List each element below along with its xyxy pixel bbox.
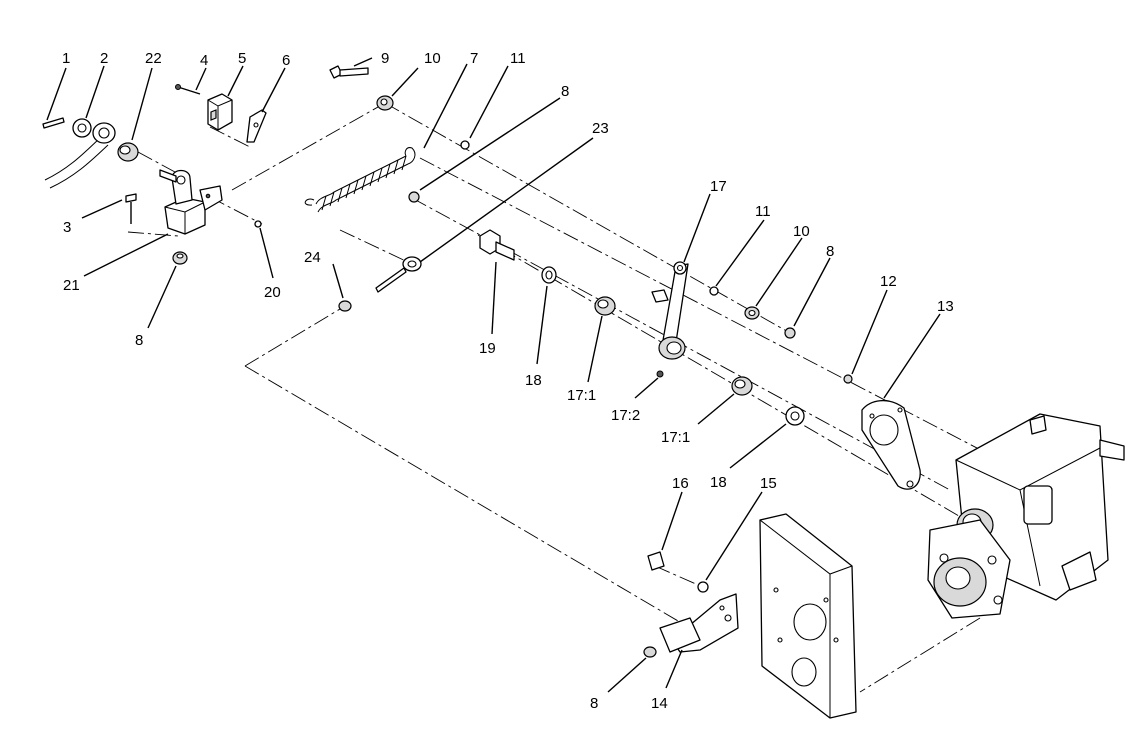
part-16-bolt xyxy=(647,551,665,571)
control-cable xyxy=(44,122,116,189)
part-4-screw xyxy=(175,84,201,95)
part-12-bolt xyxy=(843,374,853,384)
callout-9: 9 xyxy=(381,50,389,67)
callout-5: 5 xyxy=(238,50,246,67)
part-11-washer-a xyxy=(460,140,470,150)
callout-13: 13 xyxy=(937,298,954,315)
part-3-bolt xyxy=(125,193,137,224)
part-10-spacer-b xyxy=(744,306,760,320)
callout-20: 20 xyxy=(264,284,281,301)
part-17-1-bushing-a xyxy=(594,296,616,316)
callout-15: 15 xyxy=(760,475,777,492)
part-18-washer-b xyxy=(785,406,805,426)
part-10-spacer-a xyxy=(376,95,394,111)
callout-8-d: 8 xyxy=(590,695,598,712)
part-15-washer xyxy=(697,581,709,593)
callout-1: 1 xyxy=(62,50,70,67)
callout-11-b: 11 xyxy=(755,203,771,220)
part-2-washer xyxy=(72,118,92,138)
part-21-lever-bracket xyxy=(159,169,223,235)
part-17-2-grease-fitting xyxy=(656,370,664,378)
callout-7: 7 xyxy=(470,50,478,67)
callout-22: 22 xyxy=(145,50,162,67)
callout-19: 19 xyxy=(479,340,496,357)
callouts: 1 2 22 4 5 6 3 21 8 20 9 10 7 11 8 23 24… xyxy=(62,50,954,712)
part-20-nut xyxy=(254,220,262,228)
callout-12: 12 xyxy=(880,273,897,290)
callout-2: 2 xyxy=(100,50,108,67)
callout-17: 17 xyxy=(710,178,727,195)
leader-lines xyxy=(46,57,941,693)
part-22-bushing xyxy=(117,142,139,162)
part-24-nut xyxy=(338,300,352,312)
callout-4: 4 xyxy=(200,52,208,69)
callout-17-2: 17:2 xyxy=(611,407,640,424)
callout-17-1-b: 17:1 xyxy=(661,429,690,446)
callout-16: 16 xyxy=(672,475,689,492)
part-8-nut-d xyxy=(643,646,657,658)
callout-24: 24 xyxy=(304,249,321,266)
part-8-nut-a xyxy=(172,251,188,265)
part-8-nut-b xyxy=(408,191,420,203)
part-17-lever-arm xyxy=(651,261,689,360)
callout-8-b: 8 xyxy=(561,83,569,100)
part-23-eye-rod xyxy=(375,256,422,293)
part-8-nut-c xyxy=(784,327,796,339)
callout-21: 21 xyxy=(63,277,80,294)
part-9-bolt xyxy=(329,65,369,79)
part-7-spring xyxy=(304,147,416,213)
callout-17-1-a: 17:1 xyxy=(567,387,596,404)
part-5-block xyxy=(207,93,233,131)
part-19-pivot-shaft xyxy=(479,229,515,261)
callout-18-b: 18 xyxy=(710,474,727,491)
part-18-washer-a xyxy=(541,266,557,284)
assembly-lines xyxy=(127,102,1001,693)
callout-14: 14 xyxy=(651,695,668,712)
part-17-1-bushing-b xyxy=(731,376,753,396)
callout-11-a: 11 xyxy=(510,50,526,67)
callout-10-a: 10 xyxy=(424,50,441,67)
callout-6: 6 xyxy=(282,52,290,69)
callout-8-c: 8 xyxy=(826,243,834,260)
callout-18-a: 18 xyxy=(525,372,542,389)
part-11-washer-b xyxy=(709,286,719,296)
part-1-cotter-pin xyxy=(42,117,65,129)
callout-8-a: 8 xyxy=(135,332,143,349)
callout-3: 3 xyxy=(63,219,71,236)
part-6-plate xyxy=(246,109,267,143)
hydraulic-pump xyxy=(927,413,1125,619)
part-13-mount-plate xyxy=(861,400,921,490)
part-14-bracket xyxy=(659,593,739,653)
callout-23: 23 xyxy=(592,120,609,137)
callout-10-b: 10 xyxy=(793,223,810,240)
frame-plate xyxy=(759,513,857,719)
